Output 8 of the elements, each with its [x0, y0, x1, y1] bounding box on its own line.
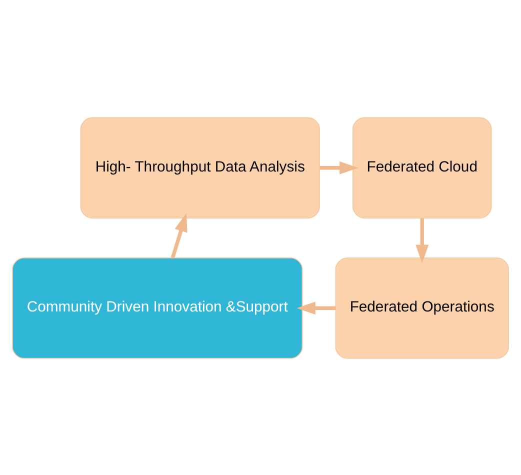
arrow: [416, 218, 429, 263]
node-box: Federated Cloud: [352, 116, 492, 218]
arrow: [170, 212, 188, 258]
arrow: [296, 301, 336, 314]
node-box: Community Driven Innovation &Support: [12, 257, 303, 358]
node-box: Federated Operations: [335, 257, 509, 358]
arrow: [320, 160, 358, 174]
node-box: High- Throughput Data Analysis: [80, 116, 320, 218]
